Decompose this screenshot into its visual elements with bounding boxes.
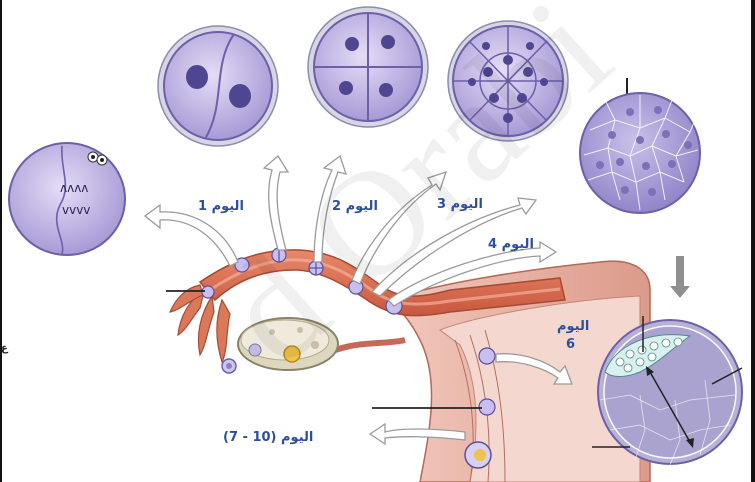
zygote: ʌʌʌʌ vvvv xyxy=(9,143,125,255)
label-day-7-10: اليوم (10 - 7) xyxy=(223,430,313,445)
label-day-4: اليوم 4 xyxy=(488,237,534,252)
edge-glyph: ع xyxy=(1,343,8,354)
svg-text:vvvv: vvvv xyxy=(62,203,90,217)
label-day-2: اليوم 2 xyxy=(332,199,378,214)
two-cell-stage xyxy=(158,26,278,146)
label-day-3: اليوم 3 xyxy=(437,197,483,212)
svg-text:ʌʌʌʌ: ʌʌʌʌ xyxy=(60,181,88,195)
four-cell-stage xyxy=(308,7,428,127)
down-arrow xyxy=(670,256,690,298)
right-border xyxy=(751,0,755,482)
left-border xyxy=(0,0,2,482)
fimbriae xyxy=(170,285,230,362)
label-day-6-word: اليوم xyxy=(557,319,589,334)
morula xyxy=(580,78,700,213)
implanted-embryo xyxy=(465,442,491,468)
ovary xyxy=(238,318,405,370)
label-day-1: اليوم 1 xyxy=(198,199,244,214)
label-day-6-number: 6 xyxy=(566,337,575,352)
morula-early xyxy=(448,21,568,141)
